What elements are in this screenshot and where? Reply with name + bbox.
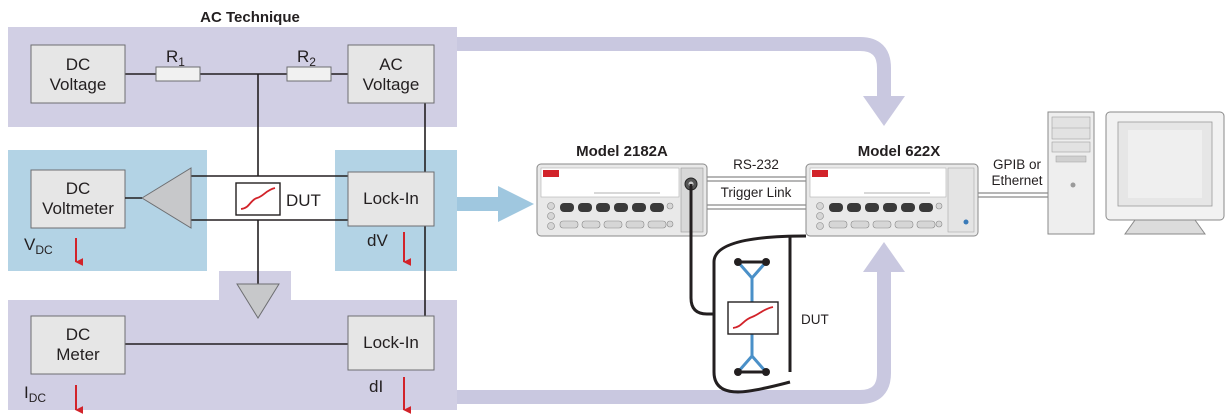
middle-flow-arrow-shaft — [457, 197, 502, 211]
lock-in-box-middle — [347, 171, 435, 227]
dut-symbol-right — [727, 301, 779, 335]
ac-voltage-box — [347, 44, 435, 104]
r1-label: R1 — [166, 47, 185, 69]
r2-label: R2 — [297, 47, 316, 69]
di-label: dI — [369, 377, 383, 396]
amplifier-triangle-down — [236, 283, 280, 319]
lock-in-box-bottom — [347, 315, 435, 371]
dut-label-right: DUT — [801, 312, 829, 327]
dut-symbol-left — [235, 182, 281, 216]
top-flow-arrow — [457, 37, 891, 104]
dut-label-left: DUT — [286, 191, 321, 210]
dc-voltmeter-box — [30, 169, 126, 229]
trigger-link-label: Trigger Link — [721, 185, 792, 200]
middle-flow-arrowhead — [498, 186, 534, 222]
rs232-label: RS-232 — [733, 157, 779, 172]
resistor-r2 — [286, 66, 332, 82]
bottom-row-panel — [8, 271, 457, 410]
dc-meter-box — [30, 315, 126, 375]
vdc-label: VDC — [24, 235, 53, 257]
dut-wiring — [689, 184, 807, 394]
model-622x-instrument — [805, 163, 979, 237]
idc-label: IDC — [24, 383, 46, 405]
ac-technique-title: AC Technique — [200, 9, 300, 26]
circuit-wires — [125, 73, 426, 345]
trigger-link-cable — [707, 204, 806, 210]
dut-connection-dots — [734, 258, 770, 376]
dv-label: dV — [367, 231, 388, 250]
model-2182a-label: Model 2182A — [576, 143, 668, 160]
model-622x-label: Model 622X — [858, 143, 941, 160]
resistor-r1 — [155, 66, 201, 82]
lock-in-label-middle: Lock-In — [363, 189, 419, 208]
bottom-flow-arrow — [457, 270, 891, 404]
computer-tower — [1047, 111, 1095, 235]
model-2182a-instrument — [536, 163, 708, 237]
bottom-flow-arrowhead — [863, 242, 905, 272]
rs232-cable — [707, 176, 806, 182]
lock-in-label-bottom: Lock-In — [363, 333, 419, 352]
amplifier-triangle — [141, 167, 192, 229]
gpib-cable — [978, 192, 1048, 198]
dut-blue-leads — [736, 261, 768, 373]
dc-voltage-box — [30, 44, 126, 104]
top-flow-arrowhead — [863, 96, 905, 126]
computer-monitor — [1105, 111, 1225, 235]
